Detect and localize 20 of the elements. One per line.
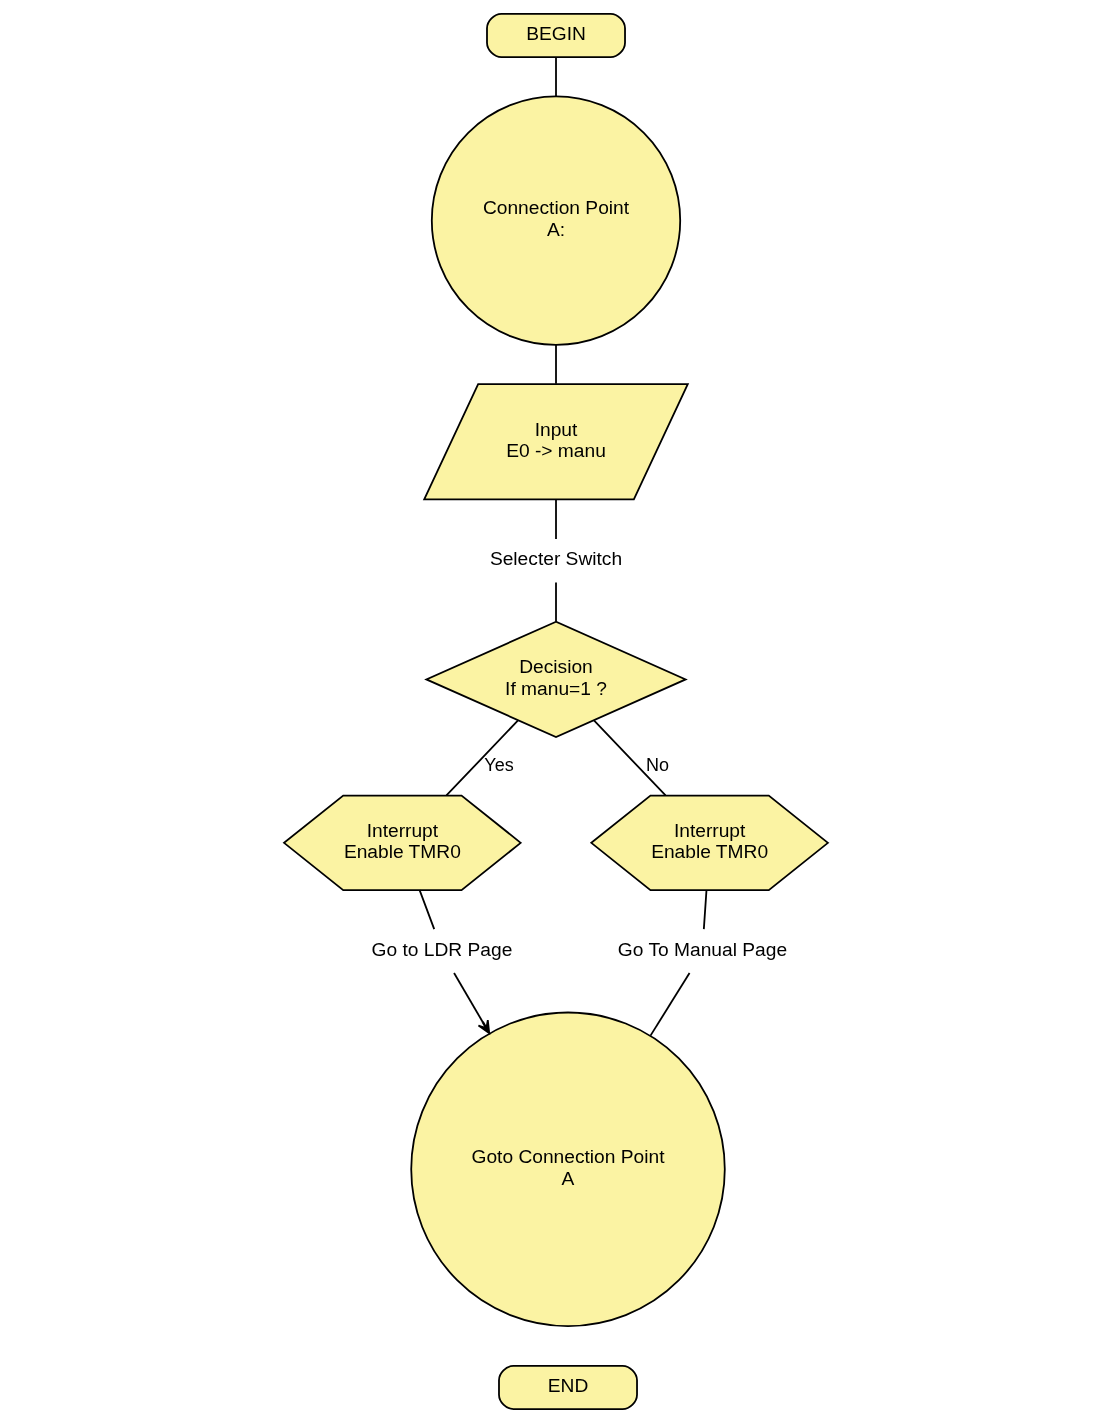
connector — [555, 498, 557, 540]
node-text: Selecter Switch — [489, 548, 623, 570]
edge-label: Yes — [484, 754, 514, 775]
connector — [555, 343, 557, 385]
connector — [555, 581, 557, 623]
connector — [649, 972, 691, 1037]
connector — [593, 719, 667, 797]
connector — [418, 889, 436, 930]
connector — [702, 889, 708, 930]
node-text: Go To Manual Page — [617, 938, 788, 960]
arrow — [453, 972, 491, 1035]
node-circle: Goto Connection Point A — [410, 1011, 726, 1327]
connector — [445, 719, 519, 797]
node-circle: Connection Point A: — [430, 95, 682, 346]
node-text: Go to LDR Page — [371, 938, 513, 960]
edge-label: No — [645, 754, 669, 775]
node-diamond: Decision If manu=1 ? — [424, 620, 688, 738]
node-box: BEGIN — [486, 13, 626, 58]
node-box: END — [498, 1365, 638, 1410]
connector — [555, 56, 557, 98]
